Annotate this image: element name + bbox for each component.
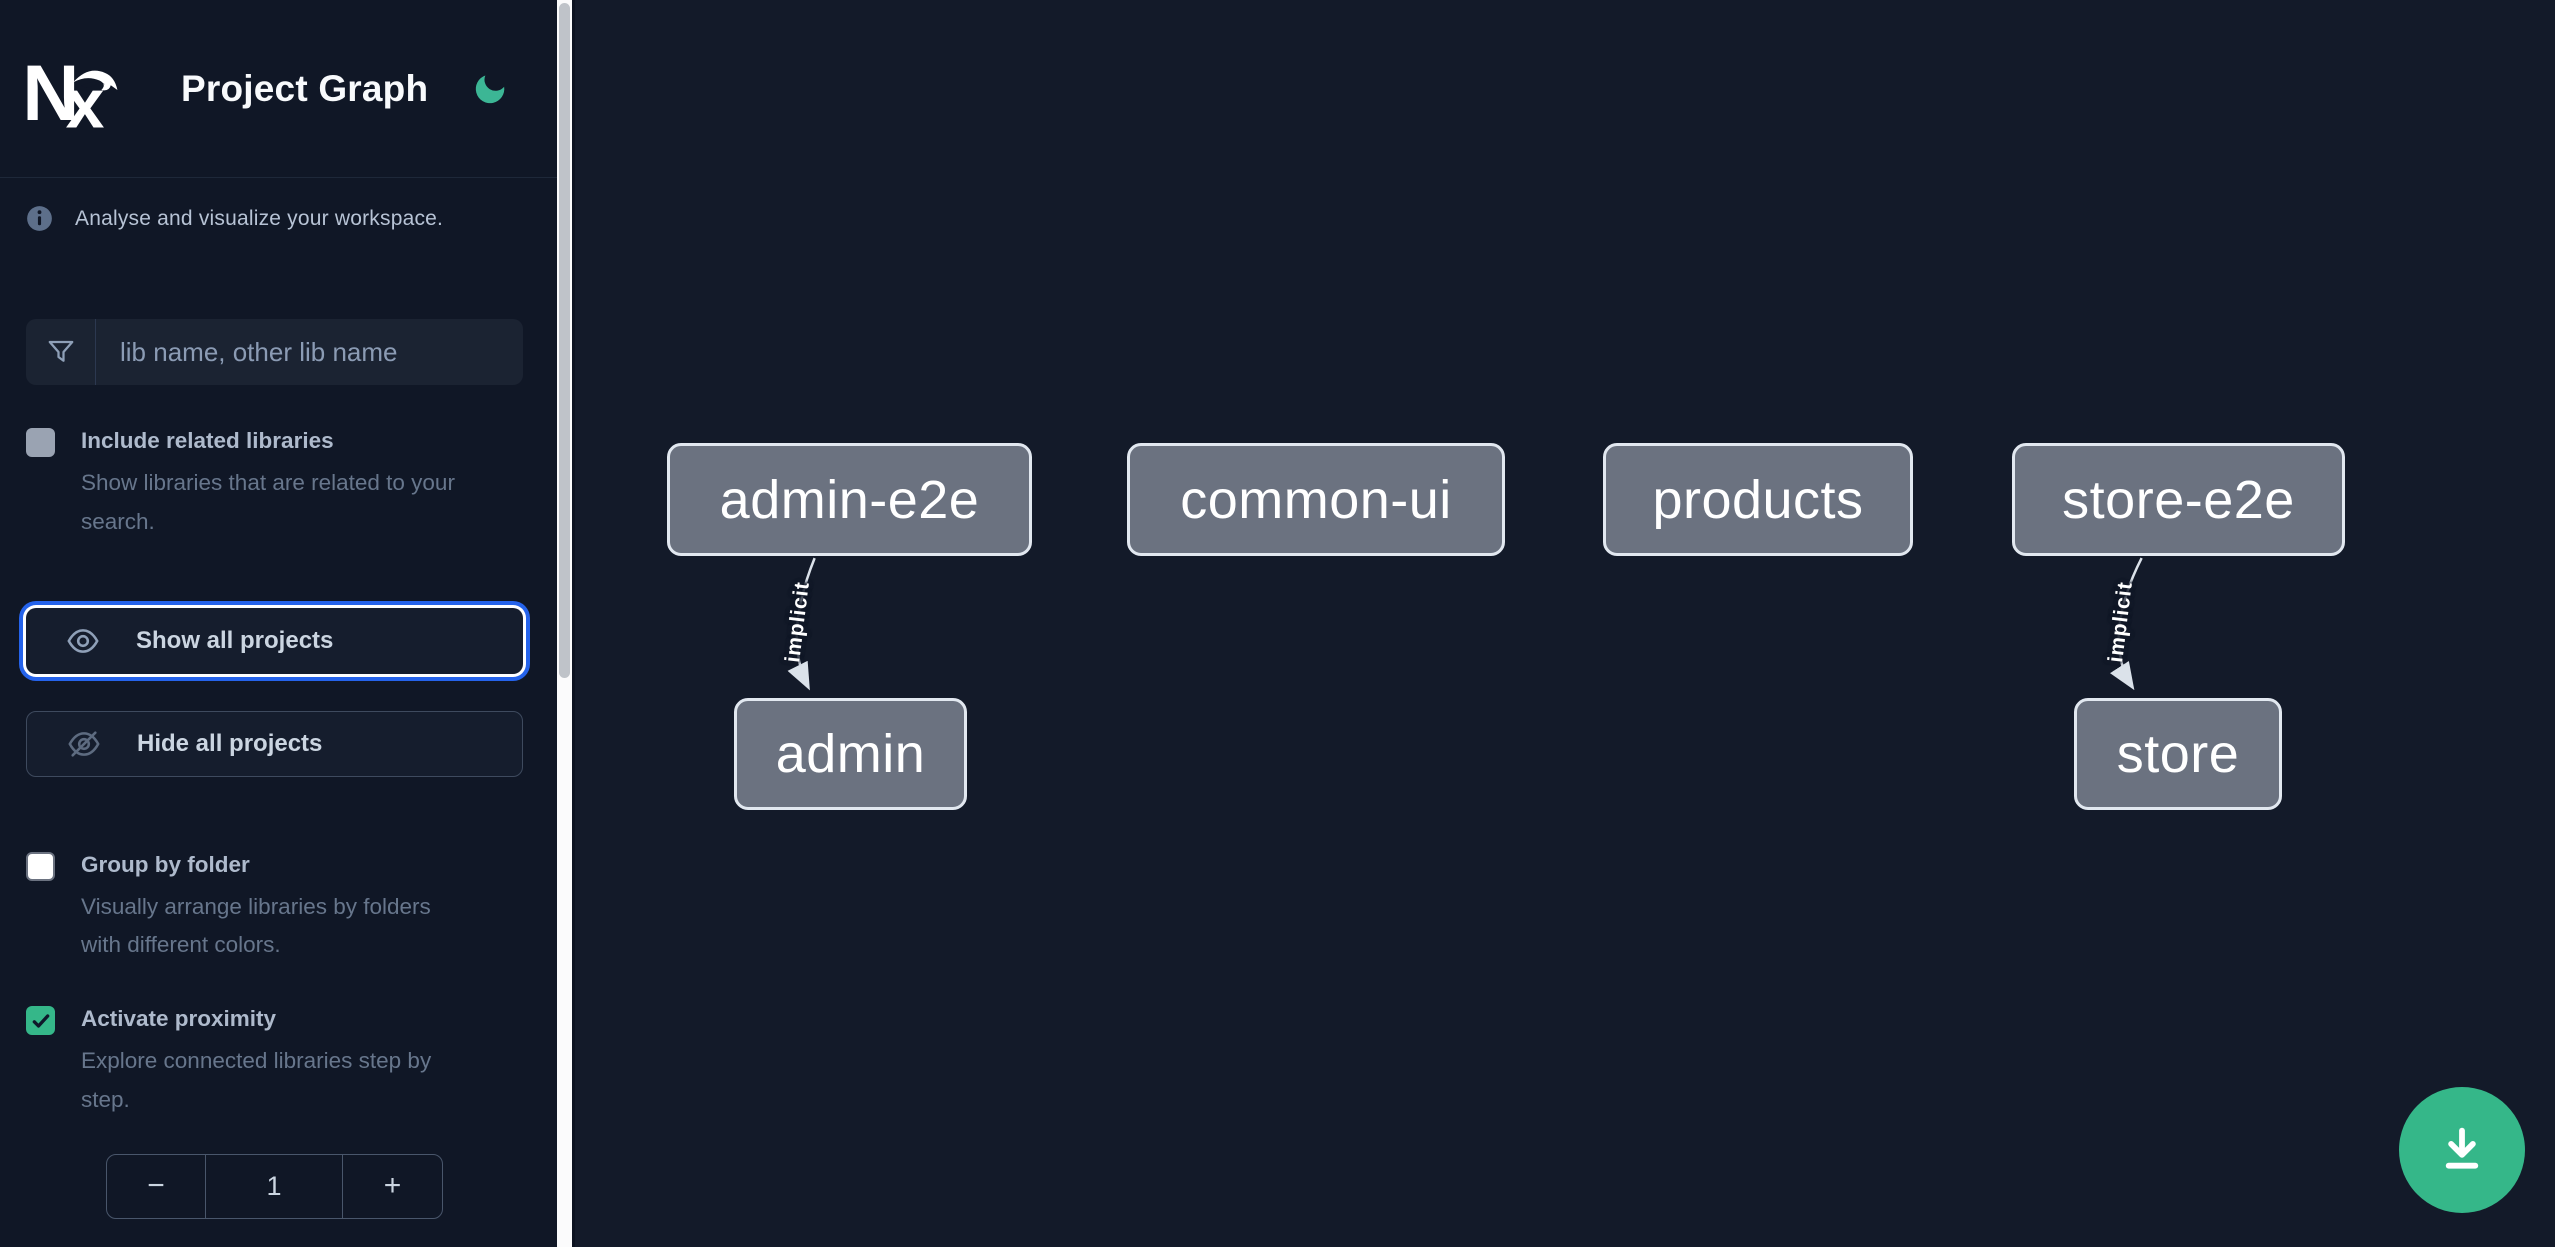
search-input[interactable]: [96, 319, 523, 385]
hide-all-projects-label: Hide all projects: [137, 729, 323, 757]
group-by-folder-checkbox[interactable]: [26, 851, 55, 881]
page-title: Project Graph: [181, 67, 429, 109]
include-related-checkbox[interactable]: [26, 428, 55, 457]
sidebar-header: N x Project Graph: [0, 0, 557, 178]
eye-icon: [67, 628, 99, 653]
include-related-description: Show libraries that are related to your …: [81, 470, 455, 534]
intro-row: Analyse and visualize your workspace.: [26, 205, 523, 232]
proximity-decrement-button[interactable]: −: [107, 1154, 206, 1218]
hide-all-projects-button[interactable]: Hide all projects: [26, 710, 523, 777]
graph-canvas[interactable]: admin-e2e common-ui products store-e2e admin…: [572, 0, 2555, 1247]
graph-node-admin-e2e[interactable]: admin-e2e: [667, 443, 1032, 556]
sidebar: N x Project Graph Analyse and visualize …: [0, 0, 557, 1247]
include-related-option: Include related libraries Show libraries…: [26, 427, 523, 542]
activate-proximity-checkbox[interactable]: [26, 1006, 55, 1035]
intro-text: Analyse and visualize your workspace.: [75, 206, 444, 230]
filter-funnel-icon: [26, 319, 96, 385]
proximity-value: 1: [206, 1154, 343, 1218]
graph-node-store[interactable]: store: [2074, 698, 2282, 810]
proximity-increment-button[interactable]: +: [343, 1155, 442, 1218]
graph-node-common-ui[interactable]: common-ui: [1127, 443, 1505, 556]
include-related-label: Include related libraries: [81, 428, 334, 453]
download-icon: [2445, 1127, 2479, 1169]
sidebar-body: Analyse and visualize your workspace. In…: [0, 205, 557, 1219]
activate-proximity-label: Activate proximity: [81, 1006, 277, 1031]
search-box: [26, 319, 523, 385]
graph-edges-layer: [787, 557, 2143, 691]
graph-node-store-e2e[interactable]: store-e2e: [2012, 443, 2345, 556]
graph-edge-store-e2e-store[interactable]: [2110, 557, 2143, 691]
graph-node-products[interactable]: products: [1603, 443, 1913, 556]
info-icon: [27, 206, 52, 231]
show-all-projects-button[interactable]: Show all projects: [26, 607, 523, 674]
theme-toggle[interactable]: [470, 69, 510, 109]
proximity-stepper: − 1 +: [106, 1153, 443, 1219]
nx-logo-icon: N x: [26, 48, 118, 130]
group-by-folder-label: Group by folder: [81, 851, 250, 877]
activate-proximity-description: Explore connected libraries step by step…: [81, 1048, 432, 1112]
group-by-folder-description: Visually arrange libraries by folders wi…: [81, 893, 431, 958]
eye-off-icon: [68, 730, 100, 757]
svg-text:N: N: [26, 48, 79, 130]
sidebar-scrollbar-track: [557, 0, 572, 1247]
group-by-folder-option: Group by folder Visually arrange librari…: [26, 851, 523, 966]
download-graph-button[interactable]: [2399, 1087, 2525, 1213]
graph-node-admin[interactable]: admin: [734, 698, 967, 810]
moon-icon: [476, 74, 505, 103]
sidebar-scrollbar-thumb[interactable]: [559, 3, 570, 678]
graph-edge-admin-e2e-admin[interactable]: [787, 557, 816, 691]
activate-proximity-option: Activate proximity Explore connected lib…: [26, 1005, 523, 1120]
show-all-projects-label: Show all projects: [136, 626, 334, 654]
